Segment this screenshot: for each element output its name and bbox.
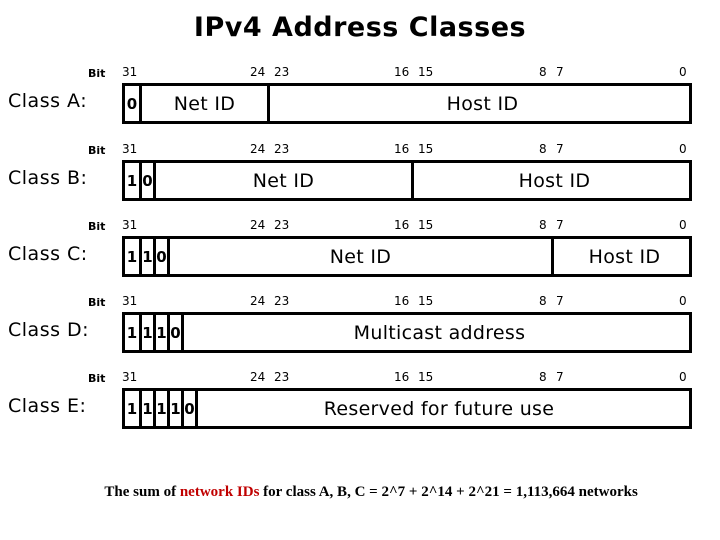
- bit-tick: 31: [122, 218, 138, 232]
- prefix-bit-cell: 0: [139, 163, 153, 198]
- class-row-label: Class B:: [8, 167, 88, 189]
- bit-tick: 23: [274, 218, 290, 232]
- bit-tick: 7: [556, 370, 564, 384]
- bit-tick: 31: [122, 370, 138, 384]
- bit-tick: 31: [122, 294, 138, 308]
- bit-tick: 23: [274, 142, 290, 156]
- prefix-bit-cell: 1: [153, 315, 167, 350]
- summary-line-1-highlight: network IDs: [179, 484, 260, 500]
- page-title: IPv4 Address Classes: [193, 12, 527, 43]
- class-row-label: Class A:: [8, 90, 88, 112]
- bit-tick: 23: [274, 294, 290, 308]
- prefix-bit-cell: 1: [126, 399, 138, 418]
- bit-tick: 24: [250, 218, 266, 232]
- bit-tick: 23: [274, 65, 290, 79]
- class-row-label: Class C:: [8, 243, 88, 265]
- bit-tick: 16: [394, 65, 410, 79]
- bit-tick: 16: [394, 370, 410, 384]
- class-row-label: Class D:: [8, 319, 90, 341]
- bit-tick: 16: [394, 218, 410, 232]
- class-row-label: Class E:: [8, 395, 87, 417]
- prefix-bit-cell: 0: [181, 391, 195, 426]
- address-field-cell: Host ID: [551, 239, 695, 274]
- summary-block: The sum of network IDs for class A, B, C…: [0, 458, 720, 540]
- bit-axis-label: Bit: [88, 220, 106, 233]
- bit-tick: 0: [679, 218, 687, 232]
- bit-tick: 8: [539, 294, 547, 308]
- bit-tick: 15: [418, 370, 434, 384]
- bit-tick: 8: [539, 65, 547, 79]
- bit-axis-label: Bit: [88, 296, 106, 309]
- prefix-bit-cell: 1: [139, 391, 153, 426]
- bit-tick: 24: [250, 294, 266, 308]
- summary-line-1-prefix: The sum of: [104, 484, 180, 500]
- bit-tick: 7: [556, 218, 564, 232]
- bit-tick: 23: [274, 370, 290, 384]
- prefix-bit-cell: 1: [139, 239, 153, 274]
- bit-tick: 8: [539, 142, 547, 156]
- bit-tick: 8: [539, 370, 547, 384]
- bit-tick: 7: [556, 65, 564, 79]
- prefix-bit-cell: 1: [153, 391, 167, 426]
- prefix-bit-cell: 0: [153, 239, 167, 274]
- bit-tick: 31: [122, 65, 138, 79]
- bit-tick: 16: [394, 294, 410, 308]
- prefix-bit-cell: 1: [139, 315, 153, 350]
- prefix-bit-cell: 0: [126, 94, 138, 113]
- prefix-bit-cell: 1: [126, 247, 138, 266]
- bit-axis-label: Bit: [88, 67, 106, 80]
- bit-tick: 15: [418, 218, 434, 232]
- bit-tick: 0: [679, 65, 687, 79]
- bit-tick: 0: [679, 294, 687, 308]
- bit-tick: 8: [539, 218, 547, 232]
- bit-tick: 7: [556, 142, 564, 156]
- summary-line-1-suffix: for class A, B, C = 2^7 + 2^14 + 2^21 = …: [259, 484, 638, 500]
- bit-tick: 15: [418, 65, 434, 79]
- bit-tick: 24: [250, 370, 266, 384]
- bit-tick: 7: [556, 294, 564, 308]
- address-field-cell: Multicast address: [181, 315, 695, 350]
- address-field-cell: Host ID: [411, 163, 695, 198]
- summary-line-1: The sum of network IDs for class A, B, C…: [0, 458, 720, 527]
- address-field-cell: Net ID: [167, 239, 551, 274]
- address-field-cell: Host ID: [267, 86, 695, 121]
- bit-tick: 15: [418, 142, 434, 156]
- address-field-cell: Net ID: [139, 86, 267, 121]
- bit-tick: 24: [250, 142, 266, 156]
- summary-line-2: The sum of hosts IDs for class A, B, C =…: [0, 527, 720, 540]
- bit-tick: 16: [394, 142, 410, 156]
- bit-tick: 31: [122, 142, 138, 156]
- bit-tick: 24: [250, 65, 266, 79]
- prefix-bit-cell: 1: [167, 391, 181, 426]
- bit-axis-label: Bit: [88, 144, 106, 157]
- bit-tick: 0: [679, 142, 687, 156]
- prefix-bit-cell: 1: [126, 171, 138, 190]
- bit-tick: 15: [418, 294, 434, 308]
- address-field-cell: Net ID: [153, 163, 411, 198]
- address-field-cell: Reserved for future use: [195, 391, 680, 426]
- bit-tick: 0: [679, 370, 687, 384]
- bit-axis-label: Bit: [88, 372, 106, 385]
- prefix-bit-cell: 1: [126, 323, 138, 342]
- prefix-bit-cell: 0: [167, 315, 181, 350]
